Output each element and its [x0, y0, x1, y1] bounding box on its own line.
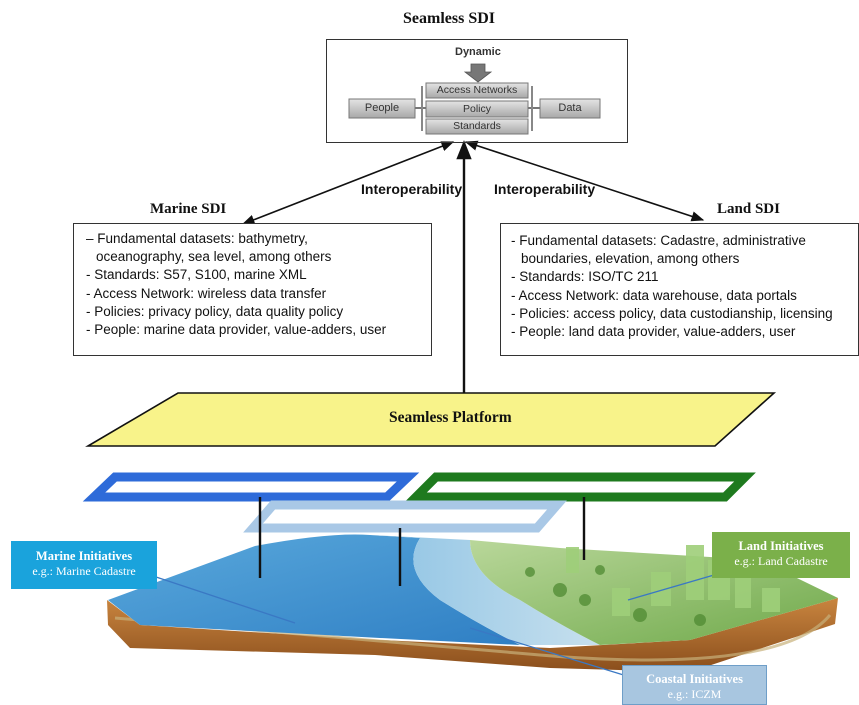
access-networks-bar — [425, 82, 529, 99]
coastal-initiatives-title: Coastal Initiatives — [646, 672, 743, 686]
marine-initiatives-callout: Marine Initiatives e.g.: Marine Cadastre — [11, 541, 157, 589]
marine-initiatives-title: Marine Initiatives — [35, 549, 133, 563]
land-item-1: - Fundamental datasets: Cadastre, admini… — [511, 233, 806, 248]
land-item-2: boundaries, elevation, among others — [521, 251, 740, 267]
land-initiatives-example: e.g.: Land Cadastre — [734, 554, 828, 568]
interoperability-arrows — [241, 140, 705, 395]
seamless-sdi-title: Seamless SDI — [403, 10, 496, 27]
marine-sdi-box: – Fundamental datasets: bathymetry, ocea… — [73, 223, 432, 356]
marine-item-3: - Standards: S57, S100, marine XML — [86, 267, 307, 283]
access-networks-label: Access Networks — [436, 84, 518, 96]
interoperability-label-left: Interoperability — [361, 181, 463, 197]
land-item-3: - Standards: ISO/TC 211 — [511, 269, 659, 285]
people-label: People — [364, 102, 400, 114]
marine-item-2: oceanography, sea level, among others — [96, 249, 332, 265]
standards-label: Standards — [453, 120, 501, 132]
marine-item-6: - People: marine data provider, value-ad… — [86, 322, 387, 338]
land-sdi-list: - Fundamental datasets: Cadastre, admini… — [511, 232, 854, 341]
dynamic-arrow-icon — [463, 63, 493, 83]
land-sdi-box: - Fundamental datasets: Cadastre, admini… — [500, 223, 859, 356]
marine-layer-frame — [82, 472, 420, 502]
marine-item-1: – Fundamental datasets: bathymetry, — [86, 231, 308, 246]
marine-item-4: - Access Network: wireless data transfer — [86, 285, 327, 301]
seamless-sdi-box — [326, 39, 628, 143]
sdi-components-graphic — [348, 63, 601, 135]
land-item-6: - People: land data provider, value-adde… — [511, 324, 796, 340]
land-layer-frame — [405, 472, 756, 502]
coastal-strip — [370, 535, 600, 645]
coastal-initiatives-example: e.g.: ICZM — [667, 687, 722, 701]
land-initiatives-callout: Land Initiatives e.g.: Land Cadastre — [712, 532, 850, 578]
soil-layer — [107, 598, 838, 672]
marine-sdi-title: Marine SDI — [150, 201, 227, 217]
land-item-5: - Policies: access policy, data custodia… — [511, 305, 833, 321]
seamless-platform-shape — [85, 392, 777, 447]
arrow-marine-to-seamless — [241, 141, 455, 225]
arrow-land-to-seamless — [464, 140, 705, 222]
marine-sdi-list: – Fundamental datasets: bathymetry, ocea… — [86, 230, 423, 339]
coastal-layer-frame — [243, 500, 567, 533]
marine-item-5: - Policies: privacy policy, data quality… — [86, 303, 344, 319]
seamless-platform-label: Seamless Platform — [389, 409, 512, 426]
land-initiatives-title: Land Initiatives — [738, 539, 824, 553]
coastal-initiatives-callout: Coastal Initiatives e.g.: ICZM — [622, 665, 767, 705]
interoperability-label-right: Interoperability — [494, 181, 596, 197]
land-sdi-title: Land SDI — [717, 201, 780, 217]
data-label: Data — [558, 102, 582, 114]
land-item-4: - Access Network: data warehouse, data p… — [511, 287, 797, 303]
policy-label: Policy — [462, 103, 491, 115]
dynamic-label: Dynamic — [455, 46, 501, 58]
marine-initiatives-example: e.g.: Marine Cadastre — [32, 564, 136, 578]
sea-surface — [108, 534, 520, 645]
support-poles — [258, 497, 586, 586]
standards-bar — [425, 118, 529, 135]
